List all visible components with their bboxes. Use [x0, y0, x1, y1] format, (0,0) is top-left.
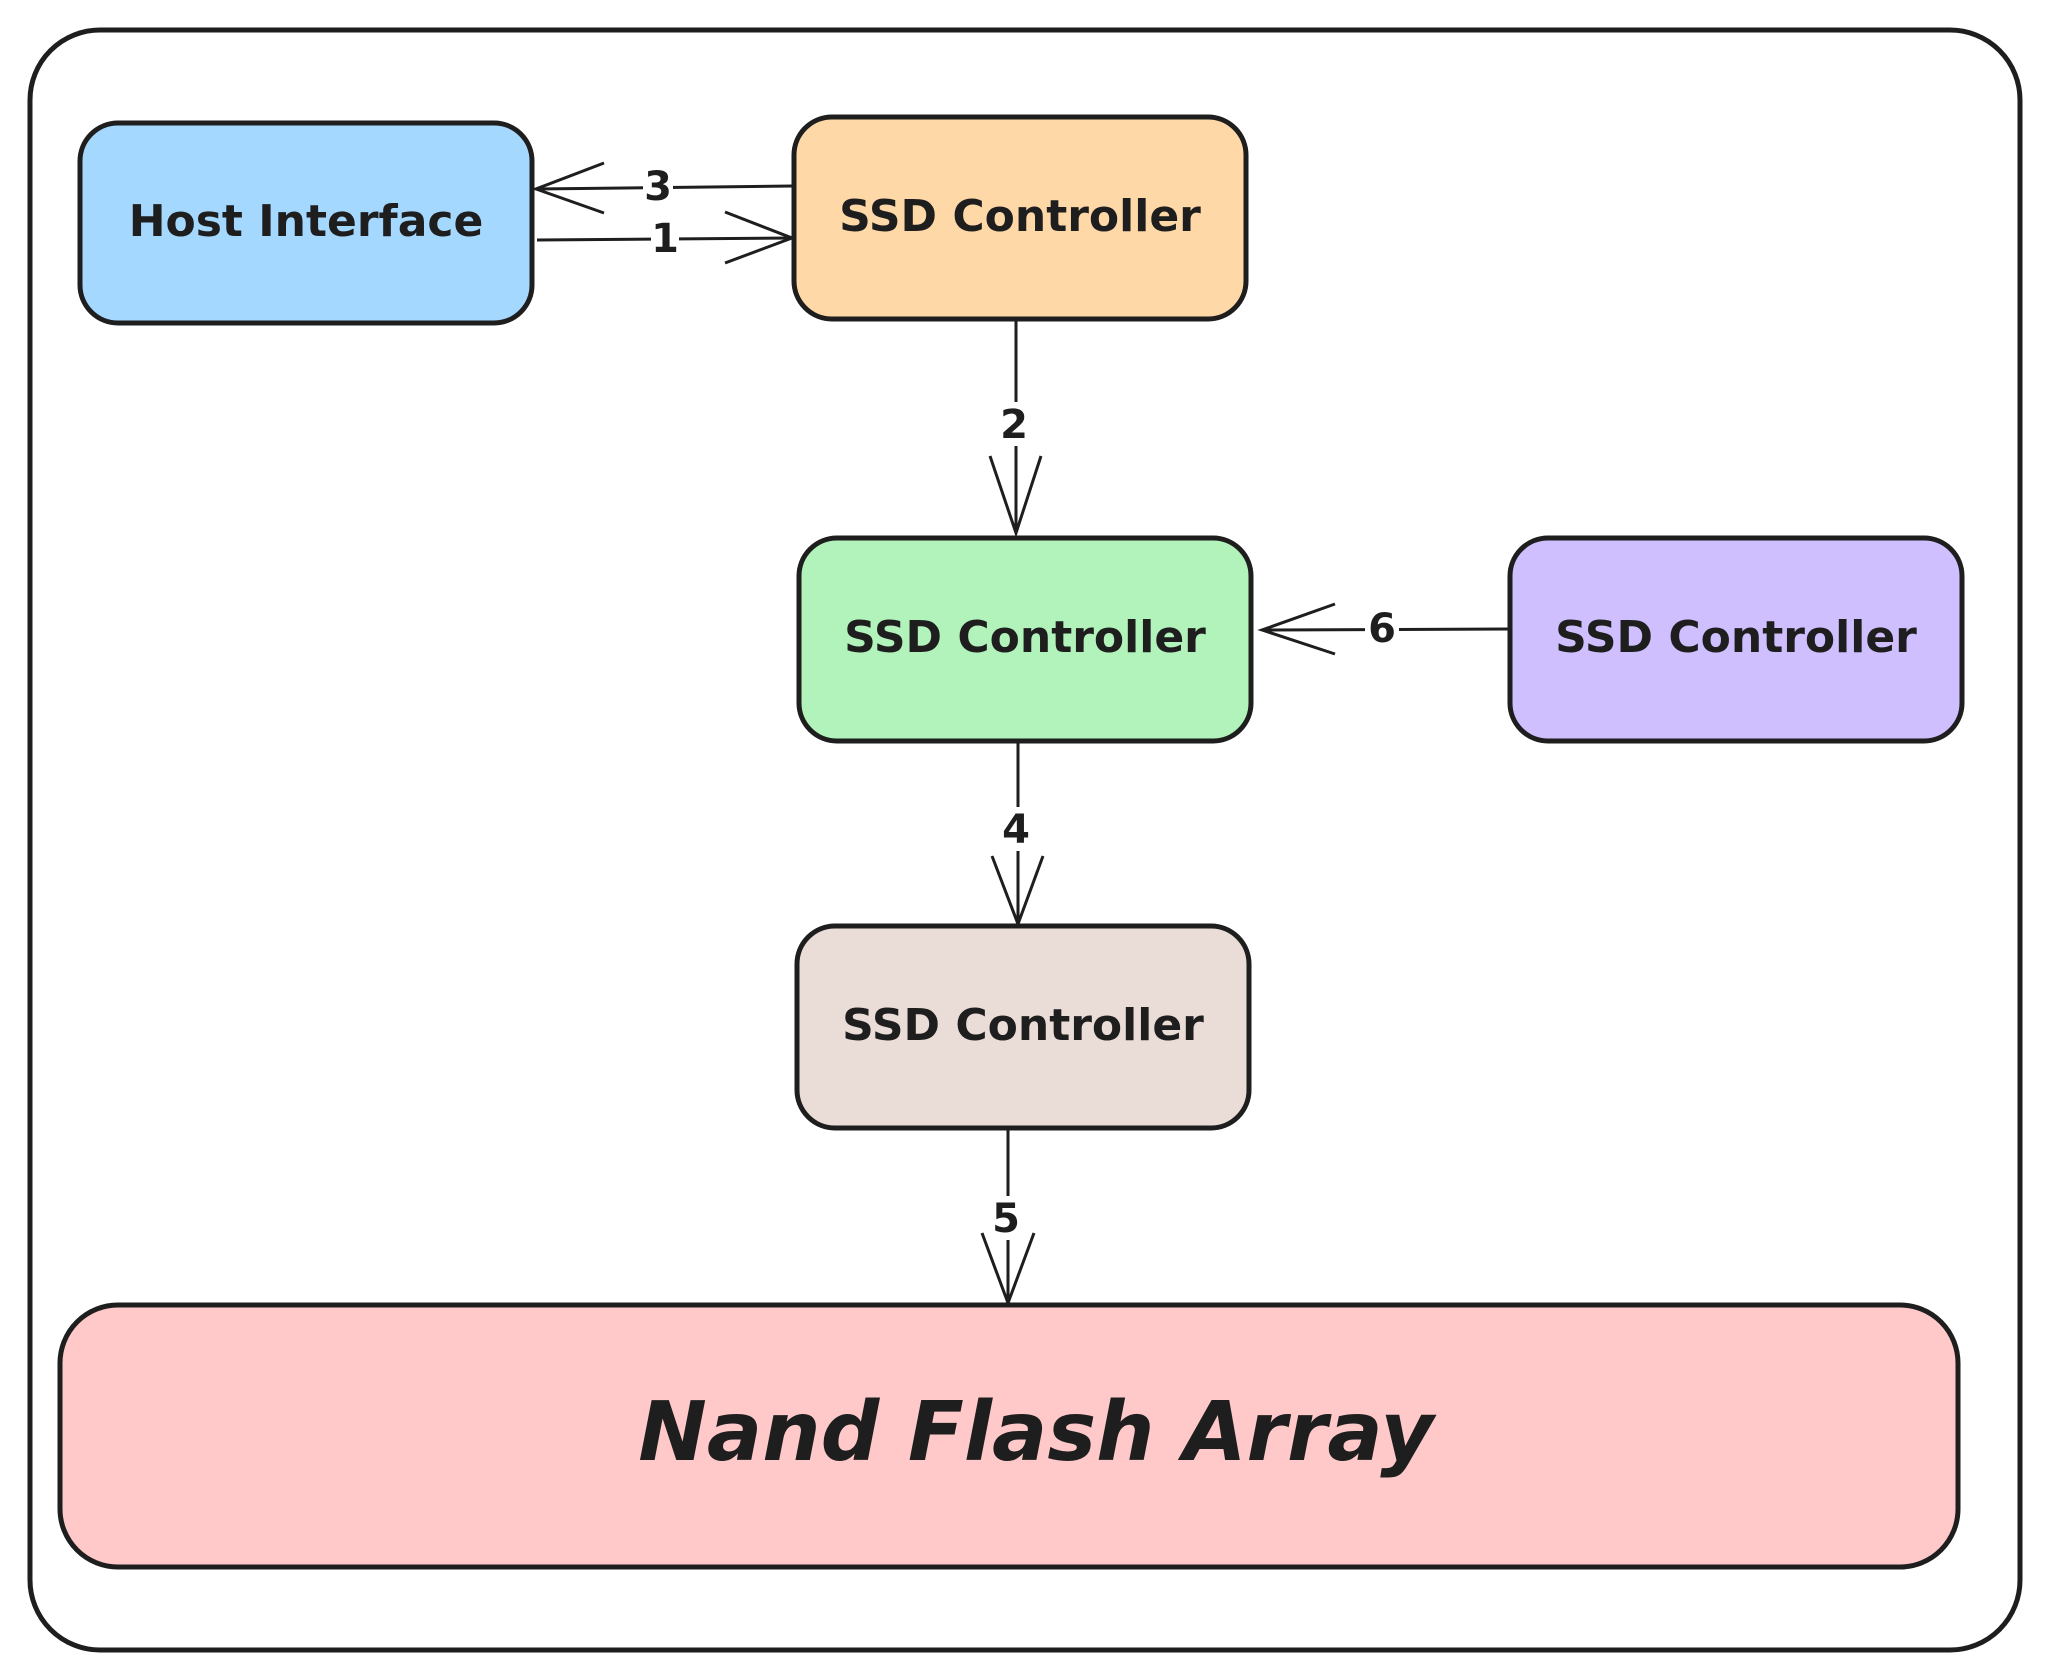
- node-ssd-controller-right[interactable]: SSD Controller: [1507, 535, 1965, 744]
- node-ssd-controller-top-label: SSD Controller: [839, 191, 1201, 242]
- edge-1: 1: [536, 210, 797, 265]
- node-host-interface-box: [77, 120, 535, 326]
- edge-5: 5: [980, 1130, 1036, 1308]
- edge-1-arrowhead: [724, 210, 797, 265]
- node-nand-flash-array-label: Nand Flash Array: [638, 1385, 1437, 1480]
- edge-1-label-bg: [651, 216, 679, 258]
- node-host-interface[interactable]: Host Interface: [77, 120, 535, 326]
- edge-1-label: 1: [651, 216, 679, 262]
- edge-3-arrowhead: [531, 161, 605, 215]
- node-ssd-controller-top[interactable]: SSD Controller: [791, 114, 1249, 322]
- edge-3-label: 3: [644, 164, 672, 210]
- edge-3: 3: [531, 161, 793, 215]
- edge-5-arrowhead: [980, 1232, 1036, 1308]
- edge-2-label: 2: [1000, 402, 1028, 448]
- edge-2-arrowhead: [988, 455, 1043, 538]
- edge-6-label-bg: [1365, 606, 1399, 650]
- node-host-interface-label: Host Interface: [129, 196, 484, 247]
- edge-5-label: 5: [992, 1196, 1020, 1242]
- edge-4-label: 4: [1002, 807, 1030, 853]
- node-ssd-controller-middle-box: [796, 535, 1254, 744]
- node-ssd-controller-right-label: SSD Controller: [1555, 612, 1917, 663]
- edge-2: 2: [988, 321, 1043, 538]
- edge-3-label-bg: [643, 164, 673, 206]
- edge-6: 6: [1257, 602, 1509, 656]
- node-ssd-controller-bottom[interactable]: SSD Controller: [794, 923, 1252, 1131]
- edge-4: 4: [990, 743, 1045, 929]
- node-nand-flash-array[interactable]: Nand Flash Array: [57, 1302, 1961, 1570]
- node-ssd-controller-right-box: [1507, 535, 1965, 744]
- node-nand-flash-array-box: [57, 1302, 1961, 1570]
- edge-4-arrowhead: [990, 855, 1045, 929]
- edge-6-arrowhead: [1257, 602, 1336, 656]
- node-ssd-controller-middle-label: SSD Controller: [844, 612, 1206, 663]
- node-ssd-controller-middle[interactable]: SSD Controller: [796, 535, 1254, 744]
- node-ssd-controller-bottom-label: SSD Controller: [842, 1000, 1204, 1051]
- node-ssd-controller-top-box: [791, 114, 1249, 322]
- edge-4-label-bg: [1000, 807, 1036, 851]
- edge-2-label-bg: [998, 402, 1034, 446]
- node-ssd-controller-bottom-box: [794, 923, 1252, 1131]
- edge-5-label-bg: [990, 1196, 1026, 1240]
- edge-6-label: 6: [1368, 606, 1396, 652]
